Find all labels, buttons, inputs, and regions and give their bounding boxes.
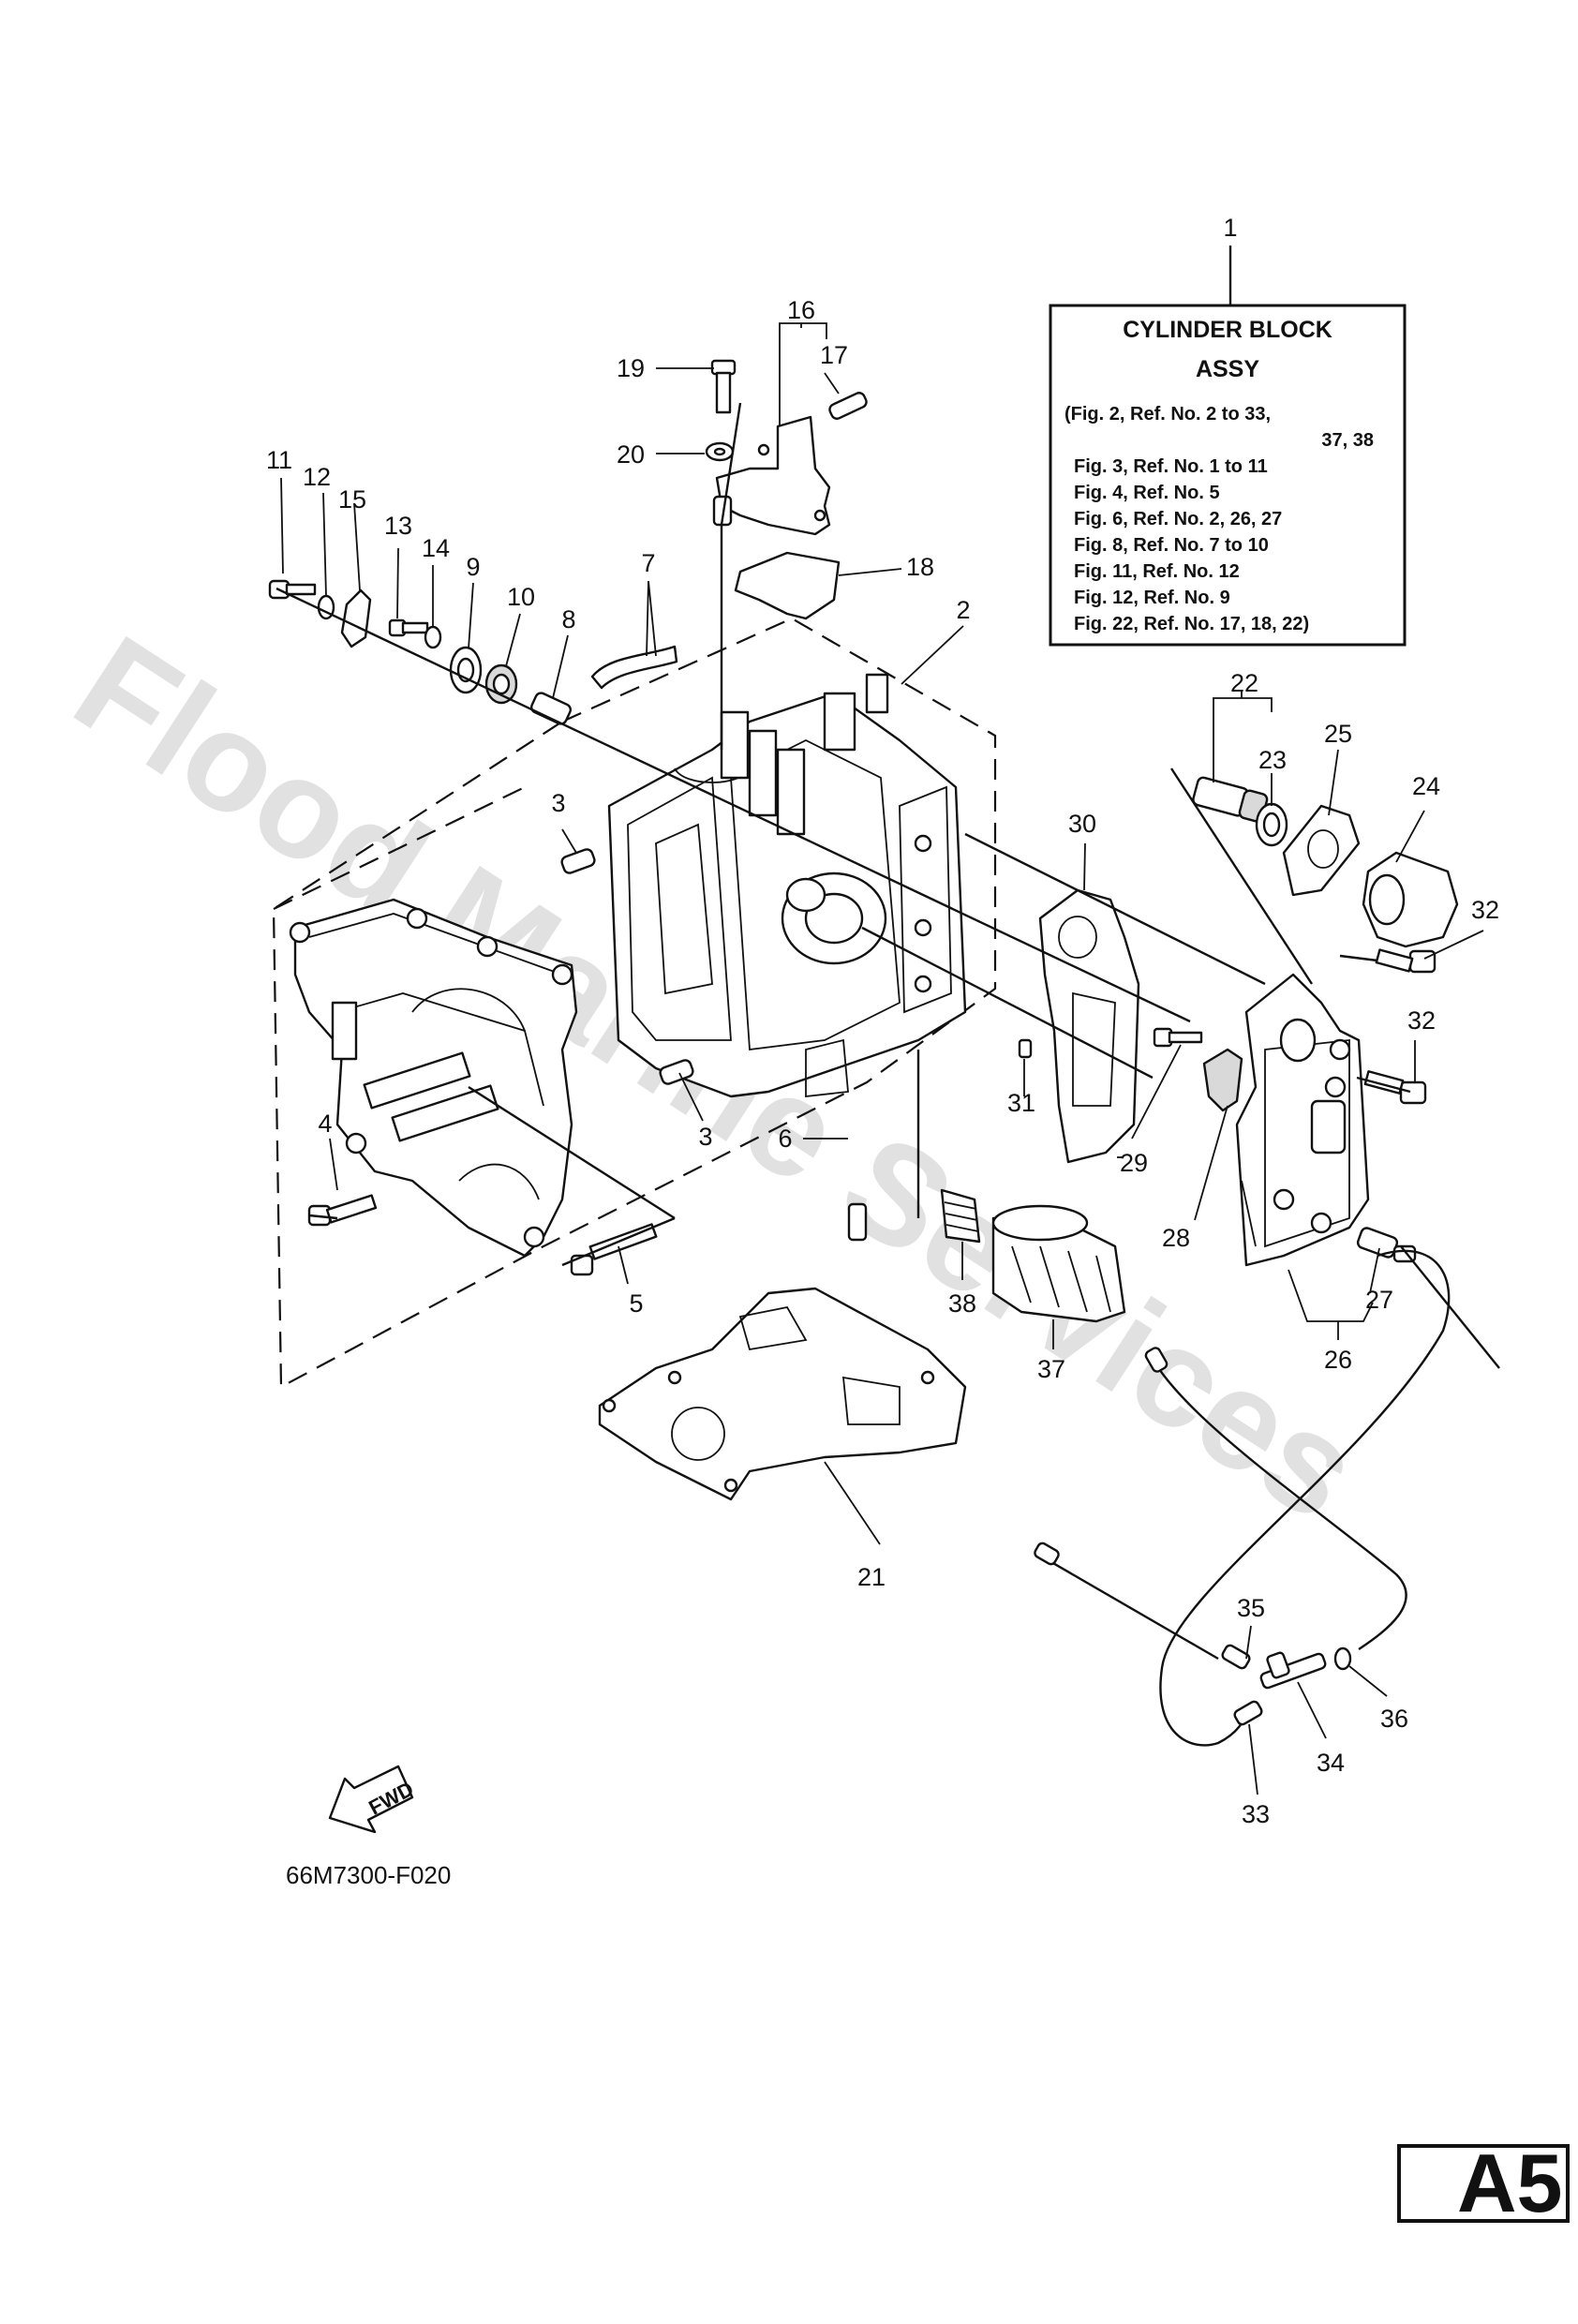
crankcase (289, 898, 578, 1258)
callout-35: 35 (1237, 1594, 1265, 1622)
assembly-dashed-outlines (272, 617, 997, 1389)
assy-legend-box: CYLINDER BLOCK ASSY (Fig. 2, Ref. No. 2 … (1049, 246, 1407, 647)
gasket-30 (1038, 888, 1140, 1164)
housing-24 (1362, 851, 1459, 948)
assy-line-3: Fig. 4, Ref. No. 5 (1074, 483, 1220, 503)
callout-15: 15 (338, 485, 366, 514)
callout-11: 11 (266, 446, 292, 474)
assy-line-2: Fig. 3, Ref. No. 1 to 11 (1074, 456, 1268, 477)
dowel-3-upper (560, 848, 596, 874)
callout-8: 8 (561, 605, 575, 633)
callout-26: 26 (1324, 1346, 1352, 1374)
hose-end-33 (1233, 1700, 1263, 1726)
joint-34 (1259, 1651, 1327, 1690)
pin-31 (1018, 1038, 1033, 1059)
callout-33: 33 (1242, 1800, 1270, 1828)
hose-7 (590, 645, 678, 690)
pin-17 (828, 392, 868, 420)
bracket-28 (1202, 1048, 1243, 1112)
bolt-32-upper (1375, 948, 1437, 974)
callout-5: 5 (629, 1289, 643, 1318)
assy-title-line1: CYLINDER BLOCK (1123, 317, 1332, 343)
cylinder-block (607, 673, 967, 1098)
callout-25: 25 (1324, 720, 1352, 748)
callout-27: 27 (1365, 1286, 1393, 1314)
callout-22: 22 (1230, 669, 1258, 697)
fitting-27 (1356, 1227, 1417, 1263)
callout-17: 17 (820, 341, 848, 369)
callout-24: 24 (1412, 772, 1440, 800)
plug-8 (529, 692, 573, 725)
leader-lines (275, 322, 1500, 1795)
callout-32-upper: 32 (1471, 896, 1499, 924)
clip-36 (1333, 1646, 1352, 1671)
callout-13: 13 (384, 512, 412, 540)
callout-1: 1 (1223, 214, 1237, 242)
callout-labels: 1 2 3 3 4 5 6 7 8 9 10 11 12 13 14 15 16… (266, 214, 1499, 1828)
seal-10 (484, 663, 518, 705)
callout-19: 19 (617, 354, 645, 382)
bolt-13 (388, 618, 429, 637)
bolt-4 (307, 1194, 378, 1227)
callout-34: 34 (1317, 1749, 1345, 1777)
page-label-box: A5 (1397, 2137, 1570, 2229)
callout-36: 36 (1380, 1705, 1408, 1733)
callout-16: 16 (787, 296, 815, 324)
assy-line-6: Fig. 11, Ref. No. 12 (1074, 561, 1240, 582)
callout-3-upper: 3 (551, 789, 565, 817)
bolt-29 (1153, 1027, 1203, 1048)
callout-30: 30 (1068, 810, 1096, 838)
bracket-15 (340, 588, 372, 648)
hose-33 (1159, 1249, 1451, 1747)
callout-2: 2 (956, 596, 970, 624)
callout-21: 21 (857, 1563, 886, 1591)
callout-14: 14 (422, 534, 450, 562)
seal-9 (449, 646, 483, 694)
plug-6 (847, 1202, 868, 1242)
figure-code: 66M7300-F020 (286, 1861, 451, 1889)
washer-14 (424, 625, 442, 649)
cylinder-head (1235, 973, 1370, 1267)
callout-18: 18 (906, 553, 934, 581)
callout-3-lower: 3 (698, 1123, 712, 1151)
bracket-16 (712, 415, 831, 536)
callout-10: 10 (507, 583, 535, 611)
callout-29: 29 (1120, 1149, 1148, 1177)
callout-6: 6 (778, 1125, 792, 1153)
assy-line-5: Fig. 8, Ref. No. 7 to 10 (1074, 535, 1269, 556)
callout-37: 37 (1037, 1355, 1065, 1383)
callout-32-lower: 32 (1407, 1006, 1436, 1035)
bolt-19 (710, 359, 737, 414)
callout-23: 23 (1258, 746, 1287, 774)
callout-4: 4 (318, 1110, 332, 1138)
callout-38: 38 (948, 1289, 976, 1318)
gasket-25 (1282, 804, 1361, 897)
dowel-3-lower (659, 1059, 694, 1085)
assy-line-0: (Fig. 2, Ref. No. 2 to 33, (1064, 404, 1271, 425)
callout-9: 9 (466, 553, 480, 581)
page-label: A5 (1457, 2137, 1563, 2229)
oil-filter-37 (991, 1204, 1126, 1323)
callout-31: 31 (1007, 1089, 1035, 1117)
callout-7: 7 (641, 549, 655, 577)
hose-end-35 (1221, 1644, 1251, 1670)
callout-28: 28 (1162, 1224, 1190, 1252)
assy-line-1: 37, 38 (1321, 430, 1374, 451)
assy-line-8: Fig. 22, Ref. No. 17, 18, 22) (1074, 614, 1309, 634)
assy-title-line2: ASSY (1196, 356, 1259, 382)
bolt-11 (268, 579, 317, 600)
callout-20: 20 (617, 440, 645, 469)
callout-12: 12 (303, 463, 331, 491)
fwd-arrow: FWD (328, 1765, 417, 1834)
assy-line-4: Fig. 6, Ref. No. 2, 26, 27 (1074, 509, 1282, 529)
assy-line-7: Fig. 12, Ref. No. 9 (1074, 588, 1230, 608)
gasket-18 (734, 551, 841, 620)
gasket-21 (598, 1287, 967, 1501)
